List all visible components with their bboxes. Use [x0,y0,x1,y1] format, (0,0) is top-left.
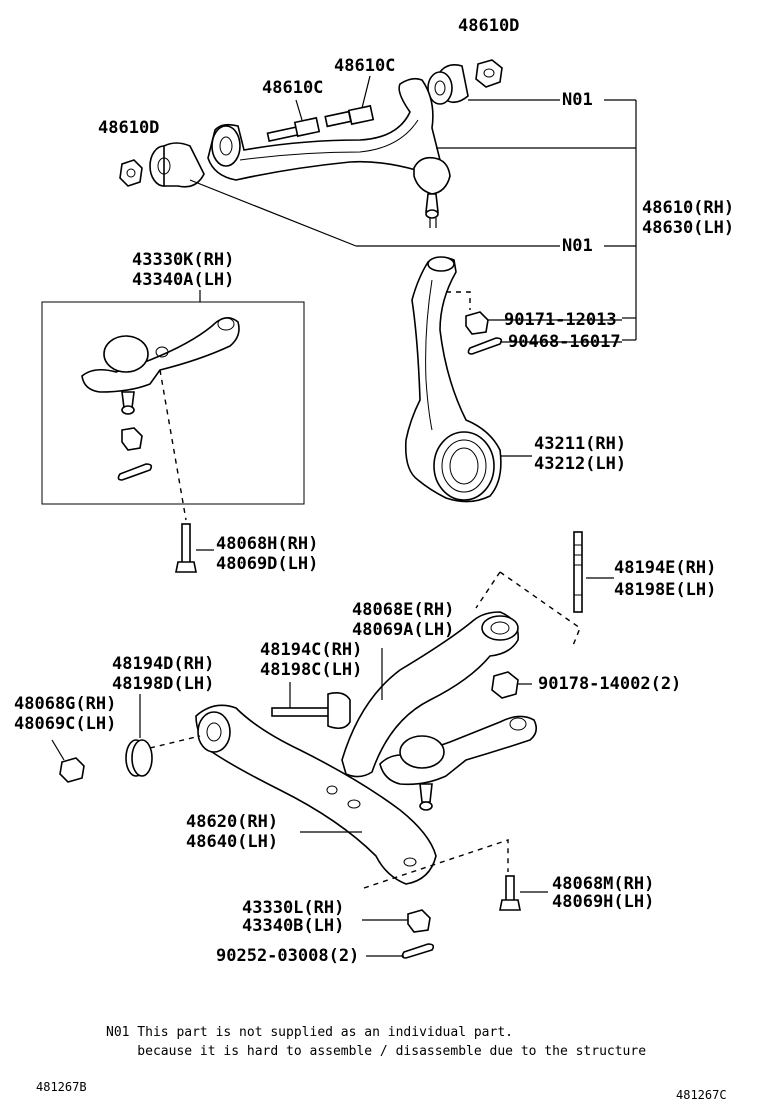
steering-knuckle [404,256,532,503]
bushing-top [427,64,560,105]
label-48630-lh: 48630(LH) [642,218,735,238]
label-48640-lh: 48640(LH) [186,832,279,852]
upper-arm-body [207,77,451,228]
label-43340b-lh: 43340B(LH) [242,916,345,936]
label-48610d-left: 48610D [98,118,160,138]
label-48610c-a: 48610C [334,56,396,76]
label-90252-03008: 90252-03008(2) [216,946,360,966]
label-43211-rh: 43211(RH) [534,434,627,454]
ball-joint-box [41,290,305,521]
label-48610d-top: 48610D [458,16,520,36]
label-43212-lh: 43212(LH) [534,454,627,474]
bushing-left [149,142,560,247]
label-n01-top: N01 [562,90,593,110]
label-90171-12013: 90171-12013 [504,310,617,330]
label-90178-14002: 90178-14002(2) [538,674,682,694]
label-48198c-lh: 48198C(LH) [260,660,363,680]
label-48198d-lh: 48198D(LH) [112,674,215,694]
label-48068m-rh: 48068M(RH) [552,874,655,894]
diagram-code-right: 481267C [676,1088,727,1102]
label-n01-mid: N01 [562,236,593,256]
label-48069c-lh: 48069C(LH) [14,714,117,734]
footnote-line-2: because it is hard to assemble / disasse… [106,1044,647,1059]
label-48620-rh: 48620(RH) [186,812,279,832]
label-48610c-b: 48610C [262,78,324,98]
diagram-code-left: 481267B [36,1080,87,1094]
label-48068e-rh: 48068E(RH) [352,600,455,620]
bolt-48068h [175,523,214,573]
stud-48194e [573,531,614,613]
upper-arm-assembly [119,59,637,341]
nut-48610d-left [119,159,143,187]
bolts-48610c [266,75,375,142]
label-48194e-rh: 48194E(RH) [614,558,717,578]
label-90468-16017: 90468-16017 [508,332,621,352]
label-48068h-rh: 48068H(RH) [216,534,319,554]
label-48198e-lh: 48198E(LH) [614,580,717,600]
cotter-pin-upper [467,337,622,355]
label-43340a-lh: 43340A(LH) [132,270,235,290]
footnote-line-1: N01 This part is not supplied as an indi… [106,1025,513,1040]
label-48068g-rh: 48068G(RH) [14,694,117,714]
label-48194d-rh: 48194D(RH) [112,654,215,674]
castle-nut-upper [465,311,622,335]
label-43330k-rh: 43330K(RH) [132,250,235,270]
label-48069h-lh: 48069H(LH) [552,892,655,912]
label-48069d-lh: 48069D(LH) [216,554,319,574]
label-48610-rh: 48610(RH) [642,198,735,218]
label-48069a-lh: 48069A(LH) [352,620,455,640]
label-43330l-rh: 43330L(RH) [242,898,345,918]
label-48194c-rh: 48194C(RH) [260,640,363,660]
lower-arm-assembly [51,571,581,959]
nut-48610d-top [475,59,503,88]
